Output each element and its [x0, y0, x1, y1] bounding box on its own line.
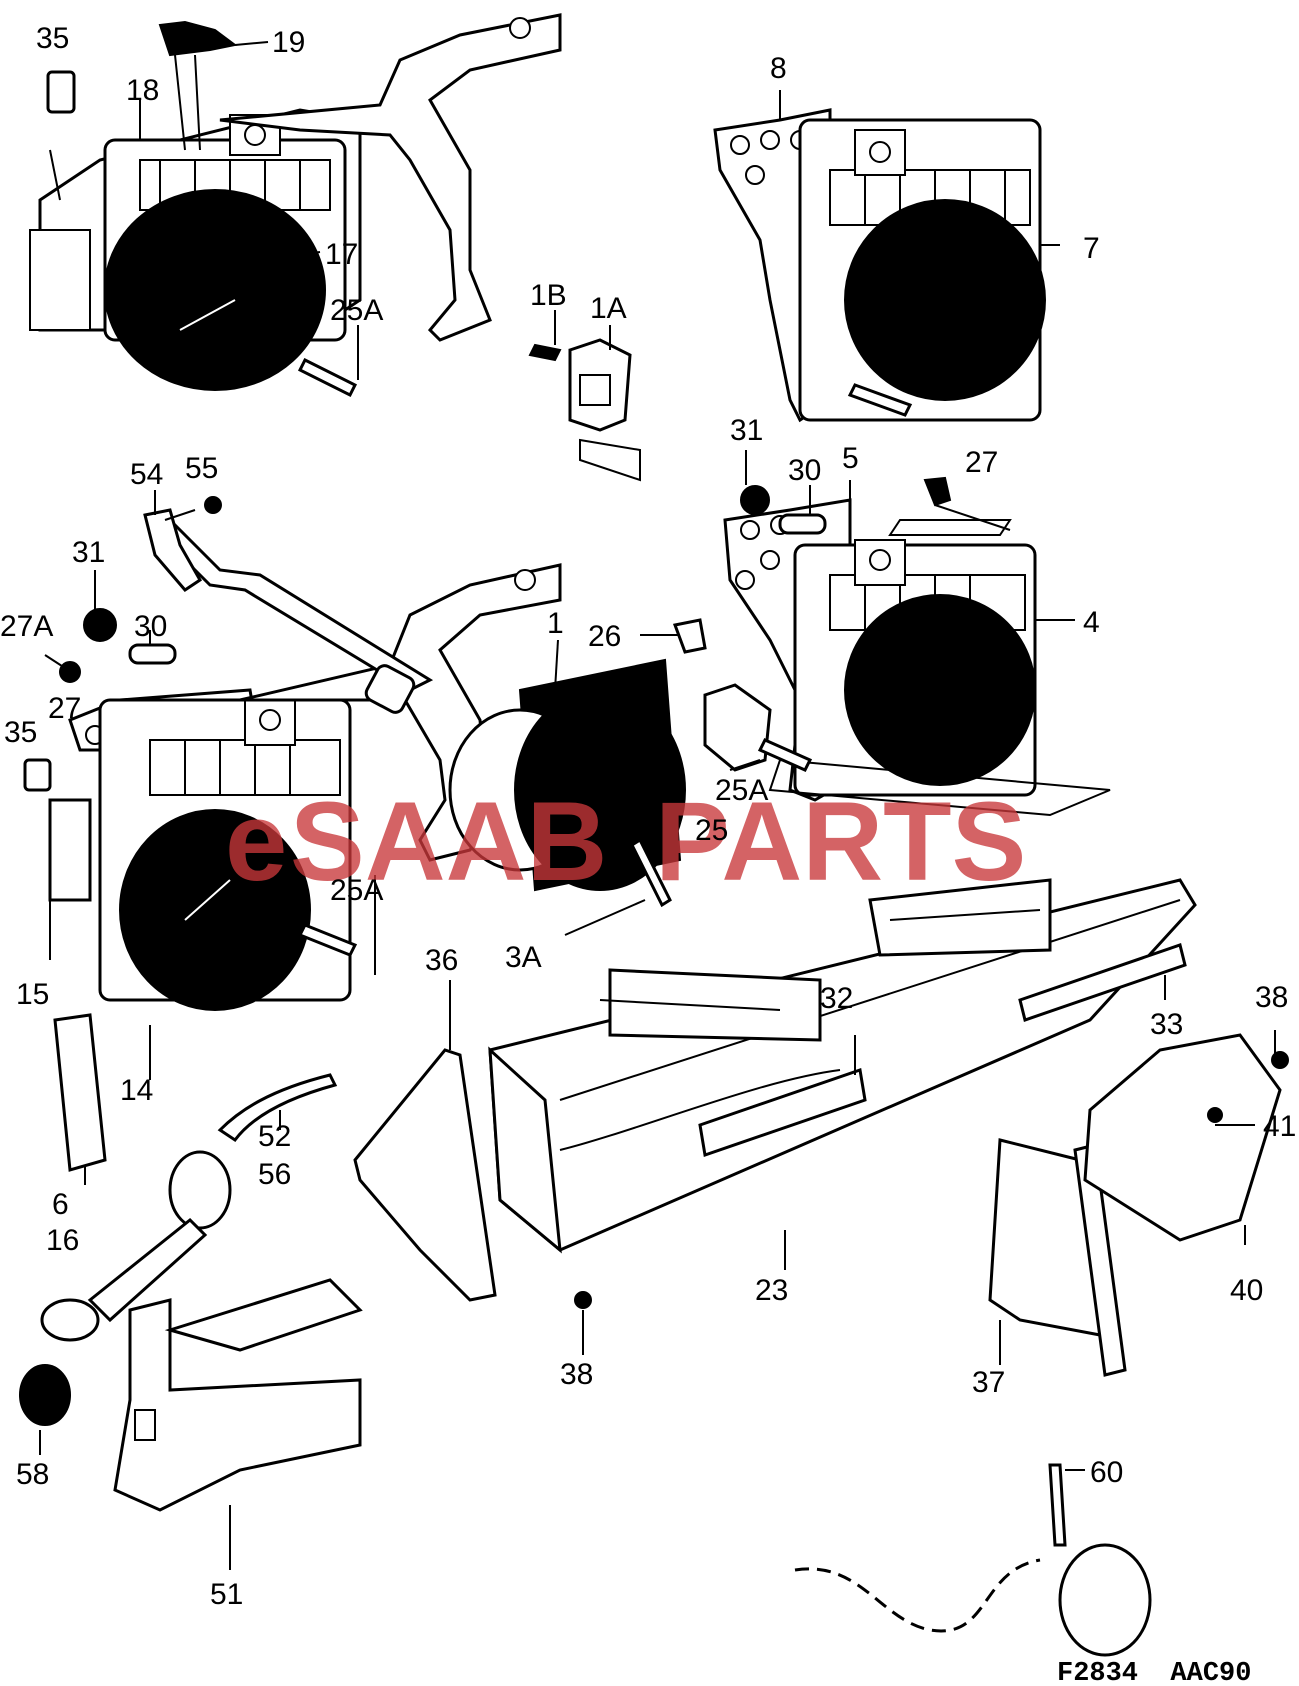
label-35-mid: 35: [4, 716, 37, 749]
label-56: 56: [258, 1158, 291, 1191]
label-16: 16: [46, 1224, 79, 1257]
screw-38-bottom: [574, 1291, 592, 1309]
label-19: 19: [272, 26, 305, 59]
connector-1a: [528, 338, 641, 482]
label-8: 8: [770, 52, 787, 85]
drive-shaft: [157, 523, 434, 714]
label-33: 33: [1150, 1008, 1183, 1041]
callout-labels: 35 19 18 17 25A 8 7 1B 1A 31 30 5 27 4 5…: [0, 22, 1296, 1611]
label-4: 4: [1083, 606, 1100, 639]
knob-31-left: [59, 608, 177, 683]
label-38-right: 38: [1255, 981, 1288, 1014]
gauge-assembly-4: [723, 498, 1111, 817]
gauge-assembly-7: [713, 108, 1046, 423]
cap-58: [19, 1364, 71, 1426]
svg-text:SAAB: SAAB: [290, 779, 607, 904]
plate-40: [1083, 1033, 1282, 1242]
bracket-54: [143, 508, 202, 592]
gauge-assembly-17: [29, 108, 362, 398]
label-37: 37: [972, 1366, 1005, 1399]
label-5: 5: [842, 442, 859, 475]
label-55: 55: [185, 452, 218, 485]
label-15: 15: [16, 978, 49, 1011]
label-60: 60: [1090, 1456, 1123, 1489]
label-27a: 27A: [0, 610, 53, 643]
knob-31-right: [740, 476, 1011, 535]
label-58: 58: [16, 1458, 49, 1491]
label-52: 52: [258, 1120, 291, 1153]
bracket-37: [988, 1138, 1102, 1337]
cable-52: [40, 1073, 338, 1342]
label-51: 51: [210, 1578, 243, 1611]
mounting-frame-top: [219, 13, 562, 342]
label-35-top: 35: [36, 22, 69, 55]
sensor-60: [1058, 1543, 1152, 1657]
label-25a-mid: 25A: [715, 774, 768, 807]
label-14: 14: [120, 1074, 153, 1107]
label-25a-left: 25A: [330, 874, 383, 907]
label-26: 26: [588, 620, 621, 653]
label-38-bottom: 38: [560, 1358, 593, 1391]
clip-35-top: [46, 70, 76, 114]
screw-55: [204, 496, 222, 514]
label-1b: 1B: [530, 279, 567, 312]
label-25a-top: 25A: [330, 294, 383, 327]
svg-text:e: e: [225, 779, 287, 904]
label-6: 6: [52, 1188, 69, 1221]
screw-38-right: [1271, 1051, 1289, 1069]
label-36: 36: [425, 944, 458, 977]
motor-1: [448, 658, 686, 908]
dash-housing-23: [488, 878, 1197, 1254]
label-54: 54: [130, 458, 163, 491]
watermark: e SAAB PARTS: [225, 779, 1026, 904]
clip-35-mid: [23, 758, 52, 792]
module-25a: [672, 618, 813, 772]
screw-41: [1207, 1107, 1223, 1123]
label-25: 25: [695, 814, 728, 847]
label-17: 17: [325, 238, 358, 271]
label-18: 18: [126, 74, 159, 107]
label-27-right: 27: [965, 446, 998, 479]
bracket-51: [113, 1278, 363, 1512]
leader-lines: [39, 41, 1276, 1570]
figure-code: F2834 AAC90: [1057, 1659, 1251, 1686]
label-32: 32: [820, 982, 853, 1015]
label-31-left: 31: [72, 536, 105, 569]
label-23: 23: [755, 1274, 788, 1307]
label-40: 40: [1230, 1274, 1263, 1307]
svg-text:PARTS: PARTS: [655, 779, 1026, 904]
label-3a: 3A: [505, 941, 542, 974]
label-1: 1: [547, 607, 564, 640]
label-41: 41: [1263, 1110, 1296, 1143]
label-30-right: 30: [788, 454, 821, 487]
label-7: 7: [1083, 232, 1100, 265]
hose-60: [1048, 1463, 1067, 1547]
bracket-36: [353, 1048, 497, 1302]
panel-6: [53, 1013, 107, 1172]
label-30-left: 30: [134, 610, 167, 643]
label-1a: 1A: [590, 292, 627, 325]
gauge-assembly-14: [48, 688, 358, 1011]
dashed-hose: [794, 1558, 1041, 1633]
label-31-right: 31: [730, 414, 763, 447]
label-27-left: 27: [48, 692, 81, 725]
